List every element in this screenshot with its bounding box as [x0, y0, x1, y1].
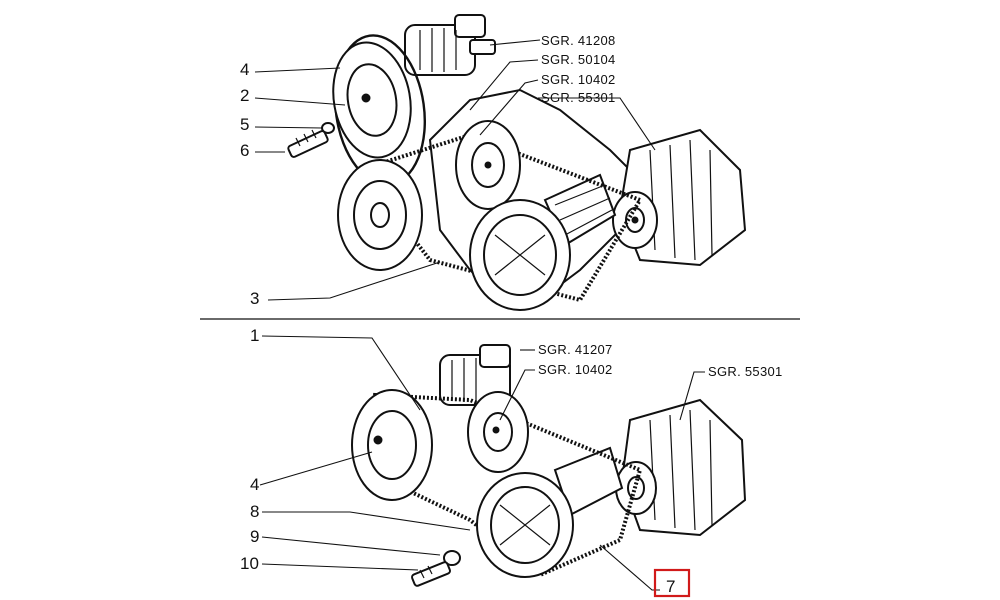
washer-bottom: [443, 550, 461, 566]
alternator-top: [612, 128, 747, 267]
bottom-assembly: [351, 344, 747, 587]
pulley-bottom-crank: [476, 472, 574, 578]
pulley-top-idler: [455, 120, 521, 210]
ref-sgr-55301-bottom: SGR. 55301: [708, 364, 783, 379]
callout-9: 9: [250, 527, 259, 546]
top-leaders: [254, 39, 656, 301]
power-steering-pump-top: [404, 14, 496, 76]
ref-sgr-55301-top: SGR. 55301: [541, 90, 616, 105]
screw-top: [287, 129, 329, 158]
screw-bottom: [411, 561, 451, 587]
pulley-bottom-idler: [467, 391, 529, 473]
callout-3: 3: [250, 289, 259, 308]
callout-4-top: 4: [240, 60, 249, 79]
callout-10: 10: [240, 554, 259, 573]
ref-sgr-50104: SGR. 50104: [541, 52, 616, 67]
pulley-top-crank: [469, 199, 571, 311]
callout-2: 2: [240, 86, 249, 105]
washer-top: [321, 122, 335, 134]
pulley-top-upper: [332, 41, 412, 159]
callout-7: 7: [666, 577, 675, 596]
callout-1: 1: [250, 326, 259, 345]
ref-sgr-10402-top: SGR. 10402: [541, 72, 616, 87]
ref-sgr-41208: SGR. 41208: [541, 33, 616, 48]
ref-sgr-41207: SGR. 41207: [538, 342, 613, 357]
highlight-box: [653, 568, 691, 598]
pulley-top-water-pump: [337, 159, 423, 271]
top-assembly: [287, 14, 747, 311]
ref-sgr-10402-bottom: SGR. 10402: [538, 362, 613, 377]
callout-8: 8: [250, 502, 259, 521]
callout-6: 6: [240, 141, 249, 160]
callout-5: 5: [240, 115, 249, 134]
pulley-bottom-water-pump: [351, 389, 433, 501]
bottom-leaders: [259, 335, 705, 591]
callout-4-bottom: 4: [250, 475, 259, 494]
